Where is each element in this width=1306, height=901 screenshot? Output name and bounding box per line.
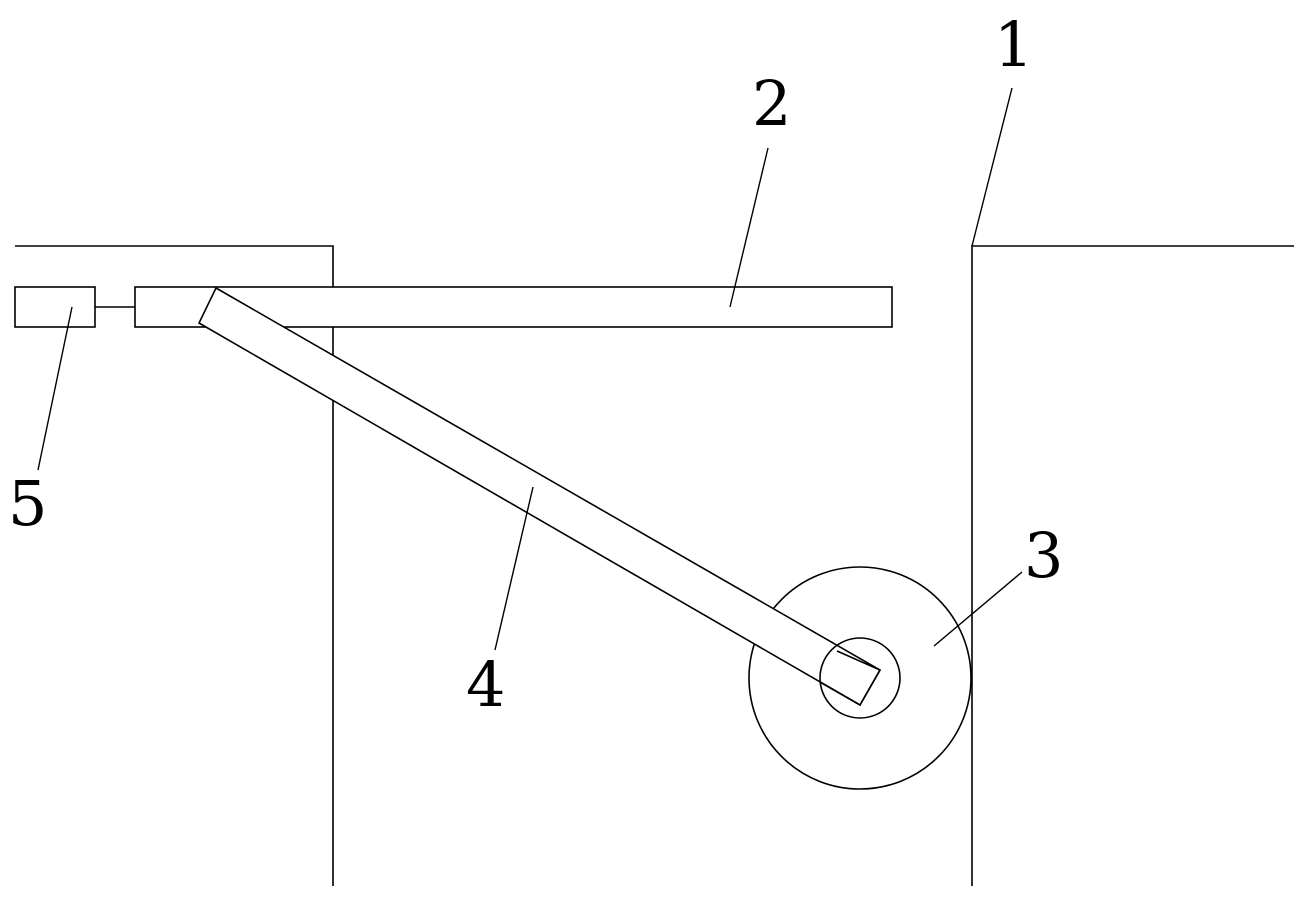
part-5-block — [14, 286, 96, 328]
leader-line-4 — [494, 486, 534, 651]
part-3-hub — [819, 637, 901, 719]
leader-line-2 — [729, 147, 769, 308]
label-part-4: 4 — [466, 648, 505, 721]
right-frame-outline — [971, 245, 1294, 886]
label-part-2: 2 — [752, 67, 791, 140]
leader-line-3 — [933, 571, 1023, 647]
part-4-arm — [197, 286, 882, 707]
left-frame-outline — [15, 245, 334, 886]
part-2-bar — [134, 286, 893, 328]
part-4-arm-end — [819, 650, 882, 707]
leader-line-1 — [971, 87, 1013, 247]
label-part-5: 5 — [8, 467, 47, 540]
label-part-1: 1 — [994, 8, 1033, 81]
leader-line-5 — [37, 306, 73, 471]
label-part-3: 3 — [1024, 519, 1063, 592]
